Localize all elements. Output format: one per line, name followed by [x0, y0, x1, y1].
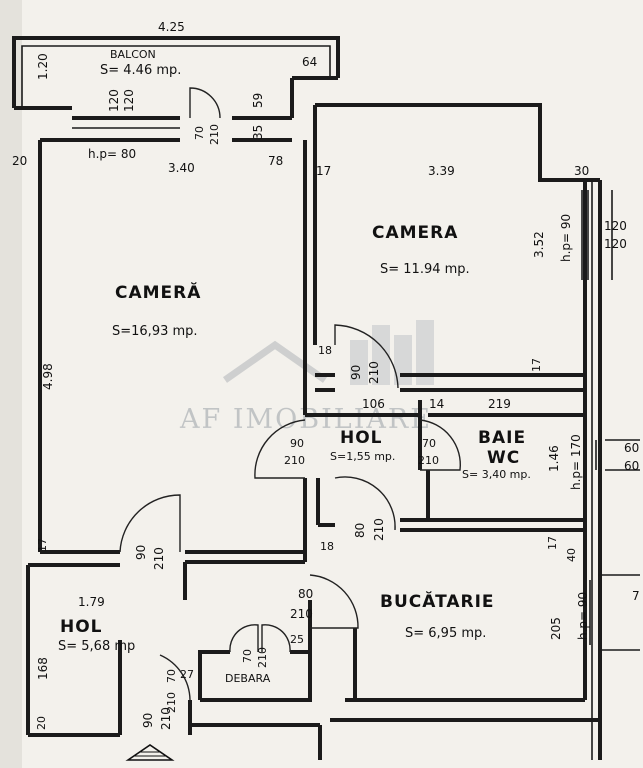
dim-label: 25 [290, 633, 304, 646]
dim-label: 219 [488, 397, 511, 411]
dim-label: 210 [284, 454, 305, 467]
dim-label: 210 [290, 607, 313, 621]
dim-label: 64 [302, 55, 317, 69]
dim-label: 90 [349, 365, 363, 380]
dim-label: 78 [268, 154, 283, 168]
dim-label: 27 [180, 668, 194, 681]
walls [12, 36, 640, 760]
dim-label: 210 [256, 647, 269, 668]
room-name-debara: DEBARA [225, 672, 271, 685]
dim-label: 210 [208, 124, 221, 145]
dim-label: 210 [418, 454, 439, 467]
dim-label: 70 [241, 649, 254, 663]
room-area-camera-left: S=16,93 mp. [112, 324, 198, 339]
dim-label: h.p= 170 [569, 434, 583, 490]
dim-label: 205 [549, 617, 563, 640]
dim-label: 3.52 [532, 231, 546, 258]
dim-label: 210 [367, 361, 381, 384]
doors [119, 87, 462, 701]
dim-label: 7 [632, 589, 640, 603]
dim-label: 210 [152, 547, 166, 570]
room-area-hol-center: S=1,55 mp. [330, 450, 395, 463]
room-name-balcon: BALCON [110, 48, 156, 61]
dim-label: 14 [429, 397, 444, 411]
dim-label: 120 [604, 219, 627, 233]
dim-label: 70 [422, 437, 436, 450]
dim-label: 90 [290, 437, 304, 450]
dim-label: 120 [122, 89, 136, 112]
dim-label: 30 [574, 164, 589, 178]
dim-label: 20 [35, 716, 48, 730]
paper-edge [0, 0, 22, 768]
dim-label: 17 [316, 164, 331, 178]
dim-label: h.p= 80 [88, 147, 136, 161]
dim-label: 17 [36, 538, 49, 552]
dim-label: 70 [193, 126, 206, 140]
room-name-camera-left: CAMERĂ [115, 281, 201, 303]
dim-label: 4.98 [41, 363, 55, 390]
dim-label: 60 [624, 459, 639, 473]
dim-label: 18 [318, 344, 332, 357]
room-area-baie: S= 3,40 mp. [462, 468, 531, 481]
dim-label: 18 [320, 540, 334, 553]
dim-label: 17 [530, 358, 543, 372]
dim-label: 4.25 [158, 20, 185, 34]
dim-label: 1.79 [78, 595, 105, 609]
entrance-marker [125, 744, 175, 761]
dim-label: 120 [107, 89, 121, 112]
dim-label: 210 [159, 707, 173, 730]
dim-label: 20 [12, 154, 27, 168]
room-name-hol-center: HOL [340, 428, 383, 448]
room-area-bucatarie: S= 6,95 mp. [405, 626, 486, 641]
dim-label: 3.40 [168, 161, 195, 175]
dim-label: 59 [251, 93, 265, 108]
dim-label: 106 [362, 397, 385, 411]
dim-label: 80 [353, 523, 367, 538]
dim-label: 40 [565, 548, 578, 562]
dim-label: 60 [624, 441, 639, 455]
dim-label: 90 [134, 545, 148, 560]
room-name-wc: WC [487, 448, 520, 468]
dim-label: 35 [251, 125, 265, 140]
room-name-camera-right: CAMERA [372, 223, 458, 243]
dim-label: 80 [298, 587, 313, 601]
dim-label: 90 [141, 713, 155, 728]
room-name-bucatarie: BUCĂTARIE [380, 590, 495, 612]
watermark-logo [222, 320, 434, 385]
dim-label: h.p= 90 [559, 214, 573, 262]
dim-label: 168 [36, 657, 50, 680]
room-area-camera-right: S= 11.94 mp. [380, 262, 470, 277]
room-area-balcon: S= 4.46 mp. [100, 63, 181, 78]
dim-label: 17 [546, 536, 559, 550]
dim-label: 70 [165, 669, 178, 683]
dim-label: 3.39 [428, 164, 455, 178]
dim-label: 1.20 [36, 53, 50, 80]
dimension-labels: 4.25 64 1.20 120 120 59 35 70 210 h.p= 8… [12, 20, 640, 730]
windows [581, 190, 597, 645]
dim-label: 120 [604, 237, 627, 251]
dim-label: h.p= 90 [576, 592, 590, 640]
dim-label: 1.46 [547, 445, 561, 472]
room-area-hol-entry: S= 5,68 mp [58, 639, 135, 654]
dim-label: 210 [372, 518, 386, 541]
room-name-baie: BAIE [478, 428, 526, 448]
room-name-hol-entry: HOL [60, 617, 103, 637]
dim-label: 210 [165, 692, 178, 713]
